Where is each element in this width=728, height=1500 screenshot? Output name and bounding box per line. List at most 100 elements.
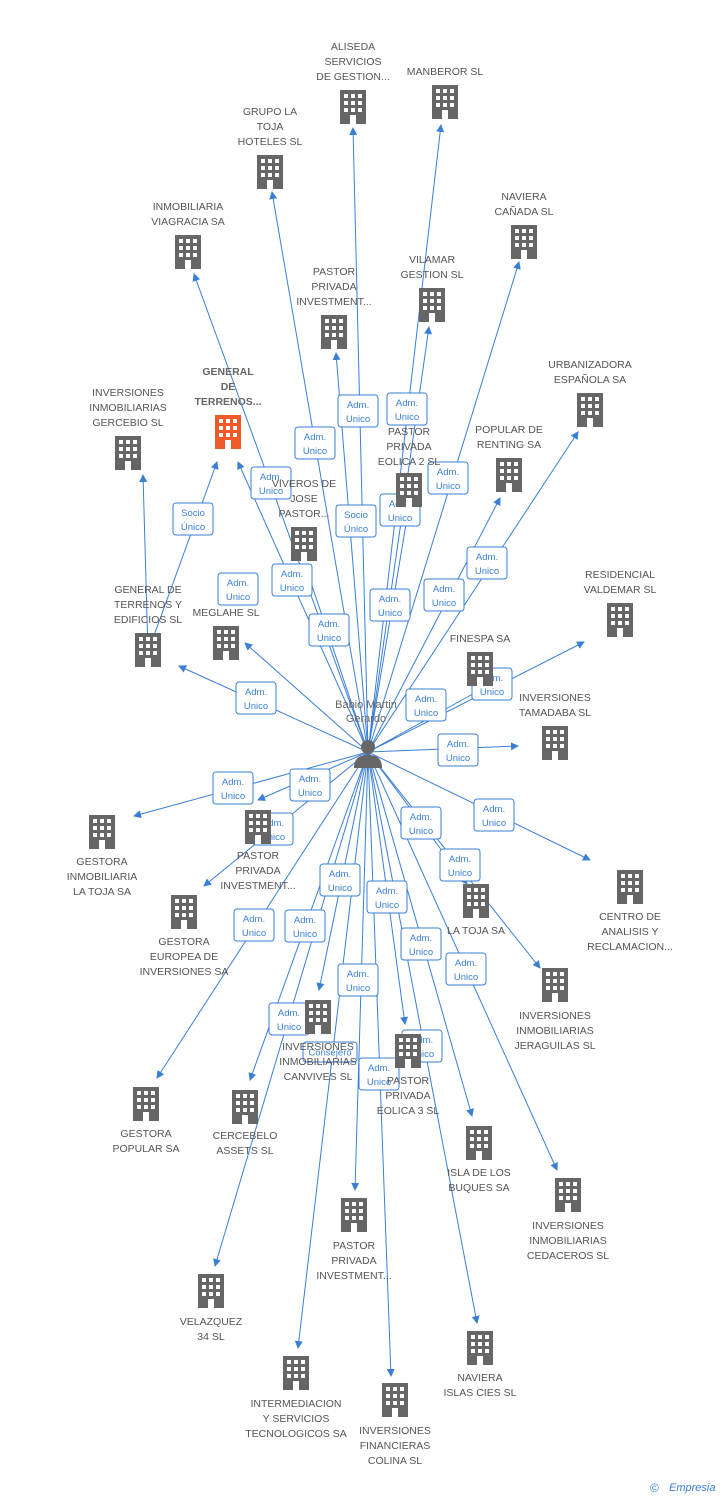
- company-label: ESPAÑOLA SA: [554, 373, 626, 386]
- company-node-meglahe[interactable]: MEGLAHE SL: [192, 607, 260, 660]
- company-label: PASTOR: [333, 1240, 376, 1252]
- role-badge-text: Adm.: [318, 619, 340, 630]
- role-badge[interactable]: Adm.Unico: [427, 461, 469, 495]
- role-badge[interactable]: Adm.Unico: [235, 681, 277, 715]
- role-badge[interactable]: Adm.Unico: [400, 927, 442, 961]
- company-node-pastor-privada-bottom[interactable]: PASTORPRIVADAINVESTMENT...: [316, 1198, 392, 1282]
- role-badge[interactable]: Adm.Unico: [405, 688, 447, 722]
- role-badge[interactable]: Adm.Unico: [233, 908, 275, 942]
- company-node-viveros-jose-pastor[interactable]: VIVEROS DEJOSEPASTOR...: [272, 478, 336, 561]
- role-badge[interactable]: Adm.Unico: [294, 426, 336, 460]
- company-label: TERRENOS Y: [114, 599, 182, 611]
- role-badge-text: Unico: [395, 412, 419, 423]
- building-icon: [305, 1000, 331, 1034]
- role-badge-text: Adm.: [227, 578, 249, 589]
- role-badge[interactable]: Adm.Unico: [271, 563, 313, 597]
- company-node-urbanizadora[interactable]: URBANIZADORA ESPAÑOLA SA: [548, 359, 632, 427]
- company-node-manberor[interactable]: MANBEROR SL: [407, 66, 484, 119]
- role-badge-text: Unico: [414, 708, 438, 719]
- edge-manberor: [367, 124, 445, 753]
- role-badge[interactable]: Adm.Unico: [217, 572, 259, 606]
- role-badge-text: Adm.: [329, 869, 351, 880]
- company-label: INVERSIONES: [519, 692, 591, 704]
- company-label: PRIVADA: [311, 281, 356, 293]
- role-badge[interactable]: Adm.Unico: [284, 909, 326, 943]
- building-icon: [291, 527, 317, 561]
- role-badge[interactable]: Adm.Unico: [369, 588, 411, 622]
- role-badge[interactable]: Adm.Unico: [358, 1057, 400, 1091]
- company-label: PRIVADA: [385, 1090, 430, 1102]
- role-badge-text: Único: [181, 522, 205, 533]
- role-badge[interactable]: Adm.Unico: [212, 771, 254, 805]
- role-badge[interactable]: Adm.Unico: [473, 798, 515, 832]
- role-badge-frame: [439, 848, 481, 882]
- role-badge-frame: [308, 613, 350, 647]
- company-node-pastor-privada-top[interactable]: PASTORPRIVADAINVESTMENT...: [296, 266, 372, 349]
- role-badge-text: Unico: [409, 826, 433, 837]
- role-badge[interactable]: Adm.Unico: [289, 768, 331, 802]
- role-badge-frame: [445, 952, 487, 986]
- role-badge[interactable]: Adm.Unico: [337, 394, 379, 428]
- role-badge-frame: [369, 588, 411, 622]
- company-node-finespa[interactable]: FINESPA SA: [450, 633, 511, 686]
- company-label: SERVICIOS: [325, 56, 382, 68]
- company-label: INVERSIONES: [282, 1041, 354, 1053]
- role-badge[interactable]: Adm.Unico: [437, 733, 479, 767]
- role-badge[interactable]: Adm.Unico: [337, 963, 379, 997]
- company-node-pastor-privada-mid[interactable]: PASTORPRIVADAINVESTMENT...: [220, 810, 296, 892]
- role-badge[interactable]: Adm.Unico: [423, 578, 465, 612]
- building-icon: [432, 85, 458, 119]
- role-badge-text: Unico: [388, 513, 412, 524]
- role-badge[interactable]: Adm.Unico: [319, 863, 361, 897]
- role-badge[interactable]: Adm.Unico: [400, 806, 442, 840]
- company-label: INVERSIONES SA: [140, 966, 229, 978]
- role-badge-frame: [212, 771, 254, 805]
- company-node-la-toja[interactable]: LA TOJA SA: [447, 884, 505, 937]
- role-badge[interactable]: Adm.Unico: [466, 546, 508, 580]
- role-badge[interactable]: Adm.Unico: [386, 392, 428, 426]
- role-badge[interactable]: Adm.Unico: [268, 1002, 310, 1036]
- company-label: URBANIZADORA: [548, 359, 631, 371]
- role-badge-text: Unico: [454, 972, 478, 983]
- role-badge[interactable]: Adm.Unico: [445, 952, 487, 986]
- company-node-general-terrenos-hl[interactable]: GENERALDETERRENOS...: [194, 366, 262, 449]
- role-badge-text: Adm.: [260, 472, 282, 483]
- role-badge[interactable]: Adm.Unico: [439, 848, 481, 882]
- role-badge[interactable]: Consejero: [302, 1041, 358, 1063]
- edge-aliseda: [349, 127, 369, 753]
- role-badge[interactable]: Adm.Unico: [250, 466, 292, 500]
- edge-gercebio: [139, 474, 149, 653]
- role-badge[interactable]: Adm.Unico: [308, 613, 350, 647]
- role-badge[interactable]: Adm.Unico: [366, 880, 408, 914]
- company-label: ISLA DE LOS: [447, 1167, 511, 1179]
